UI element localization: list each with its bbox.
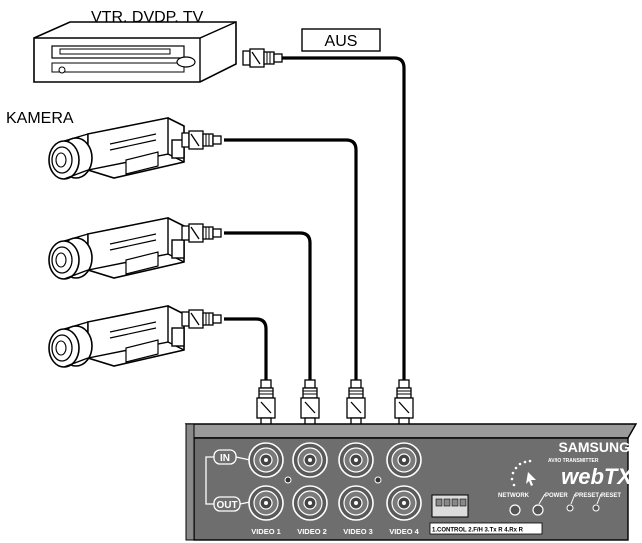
- out-label: OUT: [216, 500, 237, 511]
- video-4-in-socket: [386, 442, 422, 478]
- output-label: AUS: [325, 33, 358, 50]
- video-3-plug: [346, 379, 366, 426]
- in-label: IN: [220, 453, 230, 464]
- vtr-device: [33, 21, 237, 83]
- preset-label: PRESET: [575, 493, 599, 499]
- reset-button: [592, 504, 600, 512]
- video-1-out-socket: [248, 485, 284, 521]
- reset-label: RESET: [601, 493, 621, 499]
- network-label: NETWORK: [498, 493, 530, 499]
- video-4-label: VIDEO 4: [389, 527, 419, 536]
- control-terminal: 1.CONTROL 2.F/H 3.Tx R 4.Rx R: [429, 494, 543, 535]
- webtx-logo: webTX: [561, 464, 633, 489]
- cable-camera-2: [224, 231, 312, 384]
- brand-label: SAMSUNG: [558, 439, 630, 455]
- terminal-label: 1.CONTROL 2.F/H 3.Tx R 4.Rx R: [432, 528, 524, 534]
- video-2-out-socket: [292, 485, 328, 521]
- device-subtitle: AV/IO TRANSMITTER: [548, 458, 599, 464]
- video-2-label: VIDEO 2: [297, 527, 327, 536]
- preset-button: [566, 504, 574, 512]
- camera-label: KAMERA: [6, 110, 74, 127]
- video-1-plug: [256, 379, 276, 426]
- power-label: POWER: [545, 493, 568, 499]
- webtx-device: IN OUT VIDEO 1 VIDEO 2 VIDEO 3 VIDEO 4: [184, 423, 638, 541]
- cable-vtr: [282, 56, 406, 384]
- video-4-out-socket: [386, 485, 422, 521]
- network-led: [509, 504, 521, 516]
- camera-2: [48, 217, 185, 280]
- video-2-in-socket: [292, 442, 328, 478]
- cables: [224, 56, 406, 384]
- video-1-in-socket: [248, 442, 284, 478]
- webtx-logo-mark: [510, 459, 536, 487]
- camera-3-plug: [181, 309, 222, 329]
- video-3-label: VIDEO 3: [343, 527, 373, 536]
- power-led: [532, 504, 544, 516]
- camera-1: [48, 117, 185, 180]
- camera-2-plug: [181, 223, 222, 243]
- vtr-plug: [242, 48, 283, 68]
- video-2-plug: [300, 379, 320, 426]
- cable-camera-3: [224, 317, 268, 384]
- video-3-out-socket: [338, 485, 374, 521]
- video-4-plug: [394, 379, 414, 426]
- video-1-label: VIDEO 1: [251, 527, 281, 536]
- output-label-box: AUS: [301, 28, 381, 52]
- video-3-in-socket: [338, 442, 374, 478]
- cable-camera-1: [224, 138, 358, 384]
- camera-1-plug: [181, 130, 222, 150]
- camera-3: [48, 305, 185, 368]
